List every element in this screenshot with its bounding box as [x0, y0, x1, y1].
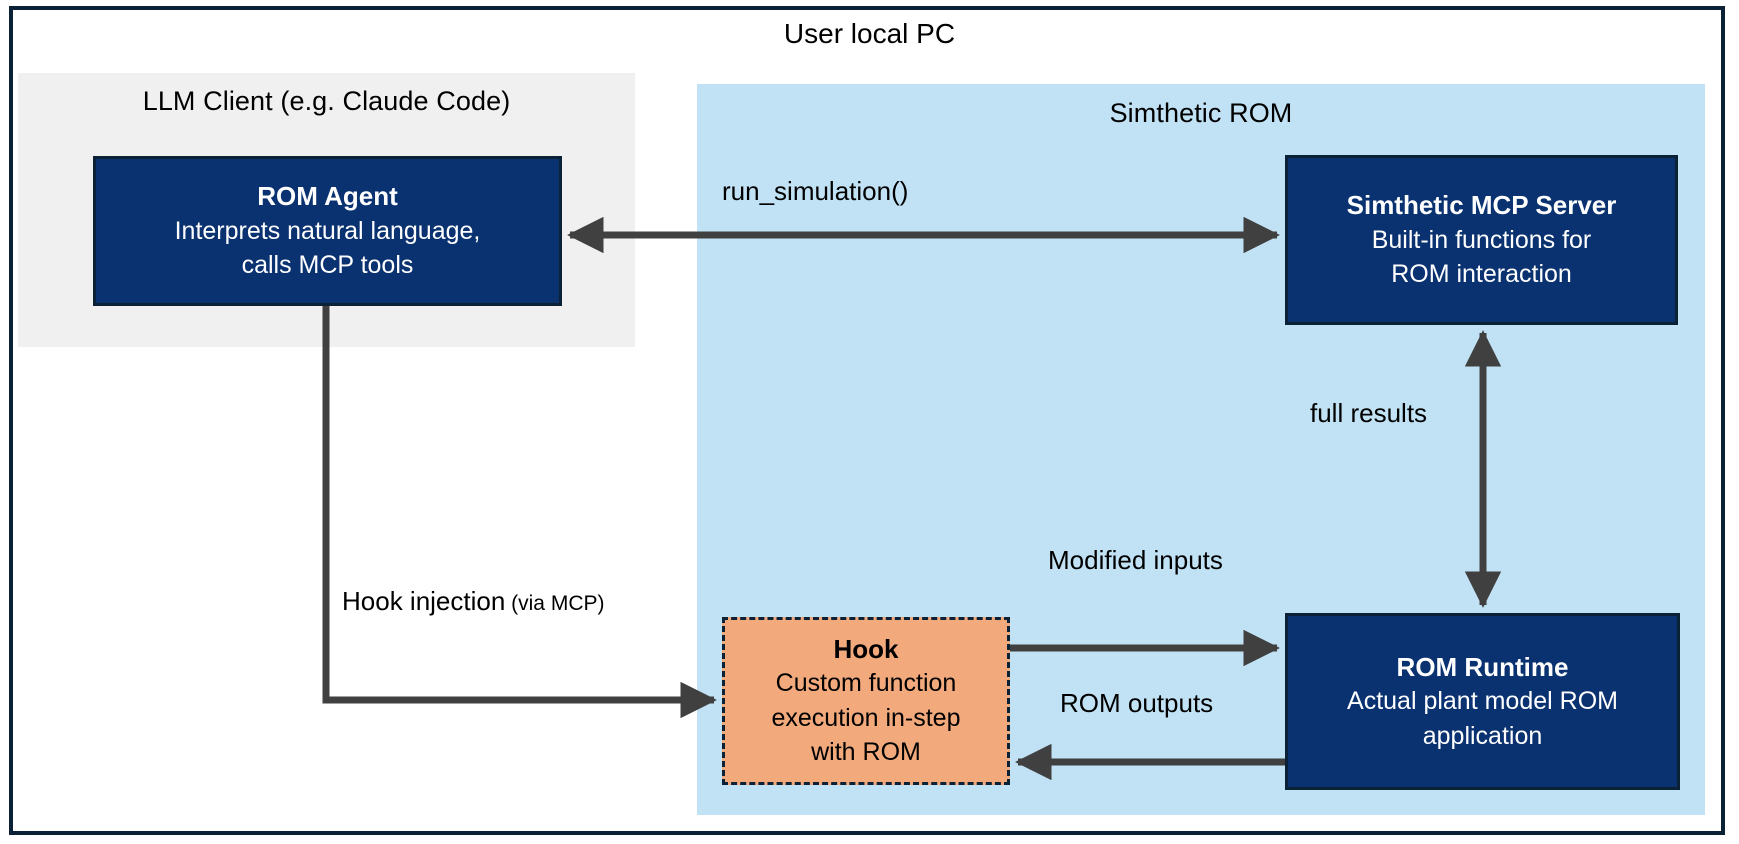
- edge-label-modified-inputs: Modified inputs: [1048, 545, 1223, 575]
- node-mcp-server-title: Simthetic MCP Server: [1346, 190, 1617, 221]
- node-rom-runtime-desc-line1: Actual plant model ROM: [1347, 687, 1618, 716]
- region-llm-client-label: LLM Client (e.g. Claude Code): [142, 86, 511, 116]
- node-rom-agent-title: ROM Agent: [257, 181, 398, 212]
- node-mcp-server-desc-line1: Built-in functions for: [1371, 225, 1592, 254]
- page-title: User local PC: [783, 18, 956, 49]
- node-hook[interactable]: Hook Custom function execution in-step w…: [722, 617, 1010, 785]
- node-rom-agent[interactable]: ROM Agent Interprets natural language, c…: [93, 156, 562, 306]
- node-hook-desc-line3: with ROM: [811, 738, 921, 767]
- edge-label-rom-outputs: ROM outputs: [1060, 688, 1214, 718]
- node-rom-agent-desc-line2: calls MCP tools: [241, 251, 414, 280]
- node-mcp-server[interactable]: Simthetic MCP Server Built-in functions …: [1285, 155, 1678, 325]
- edge-label-hook-injection-sub: (via MCP): [505, 592, 605, 615]
- node-hook-title: Hook: [833, 634, 899, 665]
- node-rom-agent-desc-line1: Interprets natural language,: [174, 216, 481, 245]
- node-mcp-server-desc-line2: ROM interaction: [1391, 260, 1572, 289]
- edge-label-run-simulation: run_simulation(): [722, 176, 909, 206]
- node-rom-runtime-desc-line2: application: [1422, 721, 1543, 750]
- region-simthetic-rom-label: Simthetic ROM: [1109, 98, 1293, 128]
- edge-label-full-results: full results: [1310, 398, 1428, 428]
- node-rom-runtime-title: ROM Runtime: [1396, 651, 1569, 682]
- edge-label-hook-injection: Hook injection (via MCP): [342, 586, 604, 617]
- node-hook-desc-line1: Custom function: [775, 669, 957, 698]
- edge-label-hook-injection-main: Hook injection: [342, 586, 506, 616]
- node-rom-runtime[interactable]: ROM Runtime Actual plant model ROM appli…: [1285, 613, 1680, 790]
- node-hook-desc-line2: execution in-step: [771, 703, 961, 732]
